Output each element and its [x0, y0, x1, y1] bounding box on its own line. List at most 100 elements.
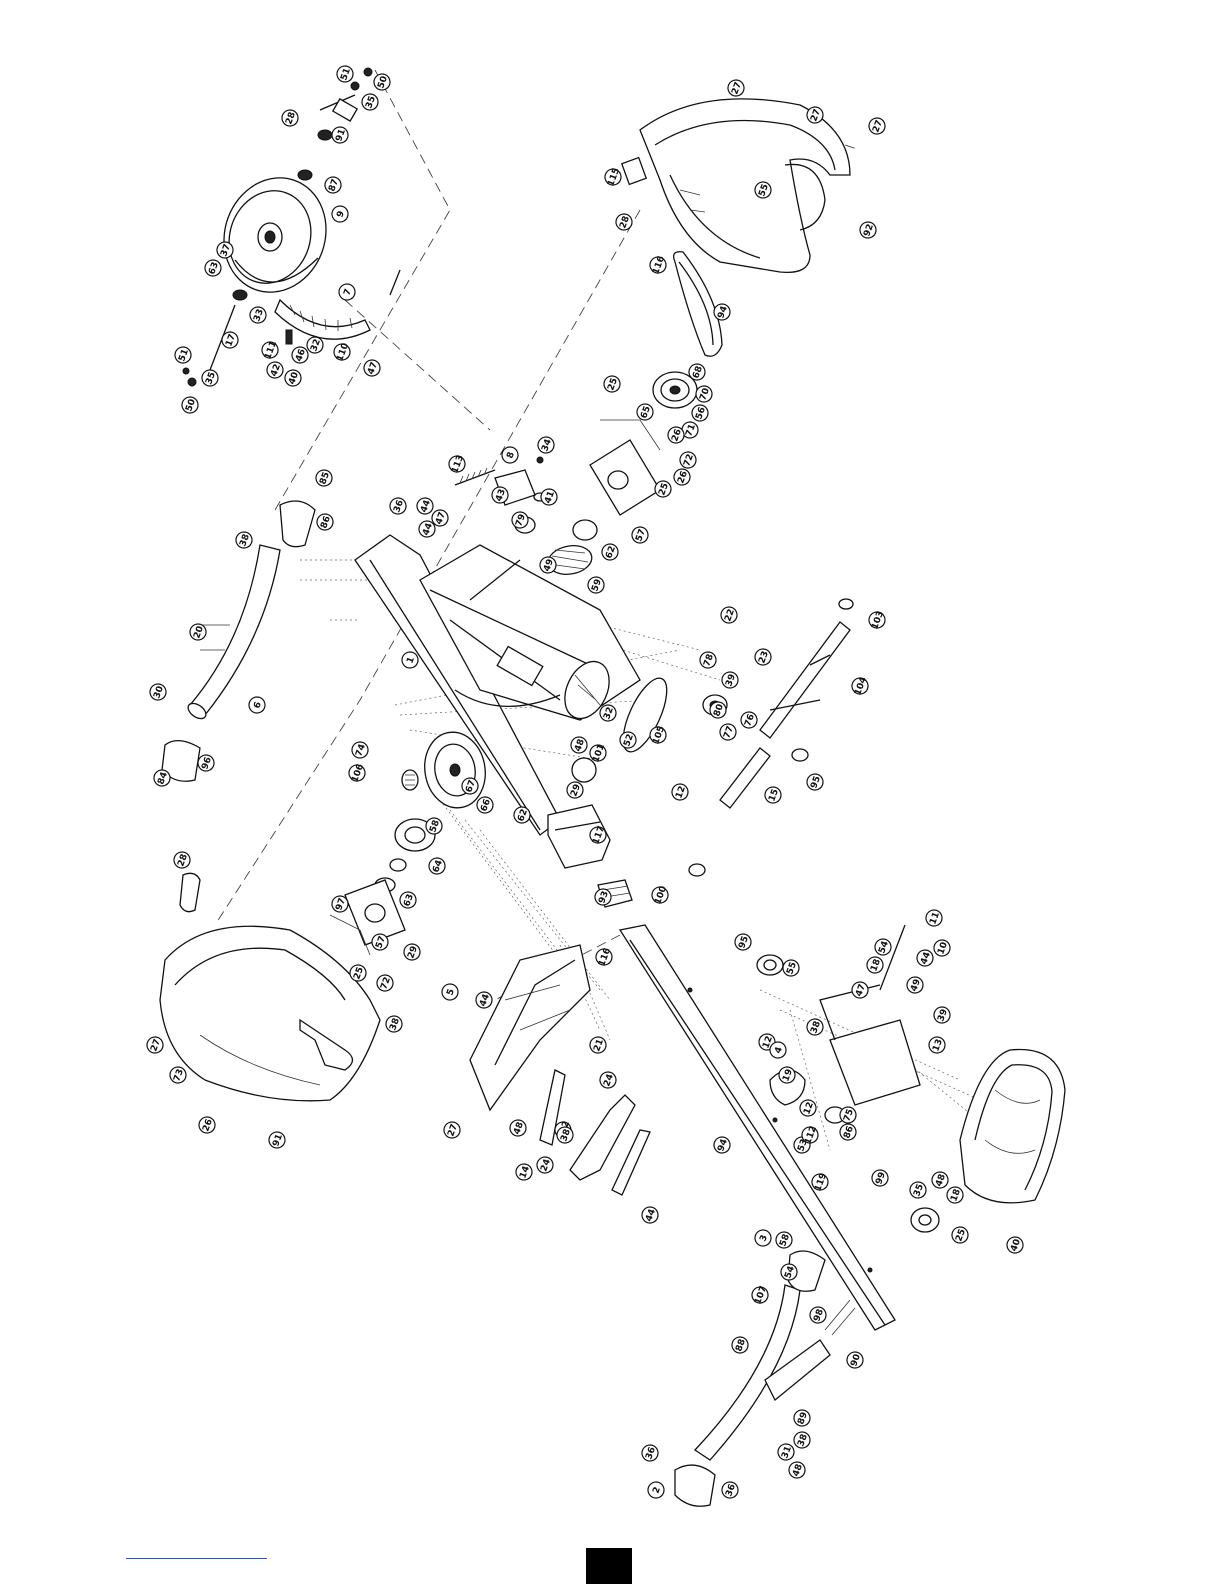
callout-number: 68 [691, 365, 705, 380]
part-callout: 4 [769, 1041, 787, 1059]
pedal-crank-assembly [469, 944, 651, 1196]
part-callout: 101 [589, 743, 607, 764]
part-callout: 80 [709, 701, 727, 719]
callout-number: 27 [149, 1038, 163, 1053]
part-callout: 90 [846, 1351, 864, 1369]
callout-number: 30 [152, 685, 166, 700]
part-callout: 24 [599, 1071, 617, 1089]
part-callout: 3 [754, 1229, 772, 1247]
part-callout: 49 [906, 976, 924, 994]
callout-number: 75 [842, 1108, 856, 1123]
main-frame [354, 534, 668, 836]
callout-number: 84 [156, 771, 170, 786]
callout-circle [331, 895, 349, 913]
callout-number: 39 [724, 673, 738, 688]
callout-number: 48 [934, 1173, 948, 1188]
part-callout: 40 [1006, 1236, 1024, 1254]
part-callout: 18 [866, 956, 884, 974]
callout-circle [461, 777, 479, 795]
crank-bracket-left [329, 879, 406, 956]
callout-circle [719, 723, 737, 741]
callout-number: 18 [869, 958, 883, 973]
part-callout: 87 [324, 176, 342, 194]
callout-number: 38 [238, 533, 252, 548]
part-callout: 66 [476, 796, 494, 814]
part-callout: 70 [695, 385, 713, 403]
callout-number: 73 [172, 1068, 186, 1083]
part-callout: 12 [799, 1099, 817, 1117]
callout-circle [673, 468, 691, 486]
callout-circle [839, 1123, 857, 1141]
part-callout: 62 [601, 543, 619, 561]
callout-number: 95 [809, 775, 823, 790]
callout-circle [476, 796, 494, 814]
callout-circle [801, 1126, 819, 1144]
part-callout: 26 [673, 468, 691, 486]
part-callout: 27 [806, 106, 824, 124]
part-callout: 36 [389, 497, 407, 515]
part-callout: 14 [515, 1163, 533, 1181]
callout-number: 17 [224, 333, 238, 348]
page-number-block [586, 1548, 632, 1584]
callout-circle [540, 488, 558, 506]
callout-circle [839, 1106, 857, 1124]
part-callout: 41 [540, 488, 558, 506]
callout-number: 70 [698, 387, 712, 402]
callout-circle [793, 1409, 811, 1427]
part-callout: 36 [721, 1481, 739, 1499]
callout-circle [636, 403, 654, 421]
callout-number: 35 [912, 1183, 926, 1198]
part-callout: 17 [221, 331, 239, 349]
callout-circle [868, 117, 886, 135]
part-callout: 46 [291, 346, 309, 364]
callout-circle [769, 1041, 787, 1059]
callout-circle [221, 331, 239, 349]
part-callout: 54 [874, 938, 892, 956]
callout-circle [641, 1444, 659, 1462]
part-callout: 28 [615, 213, 633, 231]
callout-circle [933, 939, 951, 957]
part-callout: 76 [740, 711, 758, 729]
callout-circle [235, 531, 253, 549]
callout-number: 85 [318, 471, 332, 486]
part-callout: 49 [539, 556, 557, 574]
callout-number: 96 [200, 756, 214, 771]
part-callout: 25 [603, 375, 621, 393]
callout-number: 50 [184, 398, 198, 413]
callout-number: 79 [514, 513, 528, 528]
callout-number: 86 [842, 1125, 856, 1140]
callout-circle [399, 891, 417, 909]
callout-circle [806, 1018, 824, 1036]
part-callout: 28 [173, 851, 191, 869]
part-callout: 57 [631, 526, 649, 544]
part-callout: 96 [197, 754, 215, 772]
callout-circle [589, 744, 607, 762]
callout-circle [909, 1181, 927, 1199]
part-callout: 97 [331, 895, 349, 913]
callout-number: 25 [352, 966, 366, 981]
callout-number: 51 [177, 348, 191, 363]
part-callout: 35 [909, 1181, 927, 1199]
part-callout: 42 [266, 361, 284, 379]
part-callout: 38 [793, 1431, 811, 1449]
callout-circle [351, 741, 369, 759]
callout-circle [654, 480, 672, 498]
part-callout: 44 [418, 520, 436, 538]
part-callout: 119 [811, 1172, 829, 1193]
callout-number: 31 [780, 1445, 794, 1460]
callout-number: 95 [737, 935, 751, 950]
callout-circle [754, 648, 772, 666]
crank-pulley-left [374, 731, 486, 893]
callout-circle [713, 1136, 731, 1154]
callout-number: 76 [743, 713, 757, 728]
callout-number: 12 [674, 785, 688, 800]
callout-circle [688, 363, 706, 381]
callout-number: 27 [871, 119, 885, 134]
callout-number: 65 [639, 405, 653, 420]
part-callout: 6 [248, 696, 266, 714]
callout-number: 62 [604, 545, 618, 560]
footer-link-underline[interactable] [126, 1558, 267, 1559]
callout-circle [667, 426, 685, 444]
callout-number: 29 [406, 945, 420, 960]
callout-circle [513, 806, 531, 824]
